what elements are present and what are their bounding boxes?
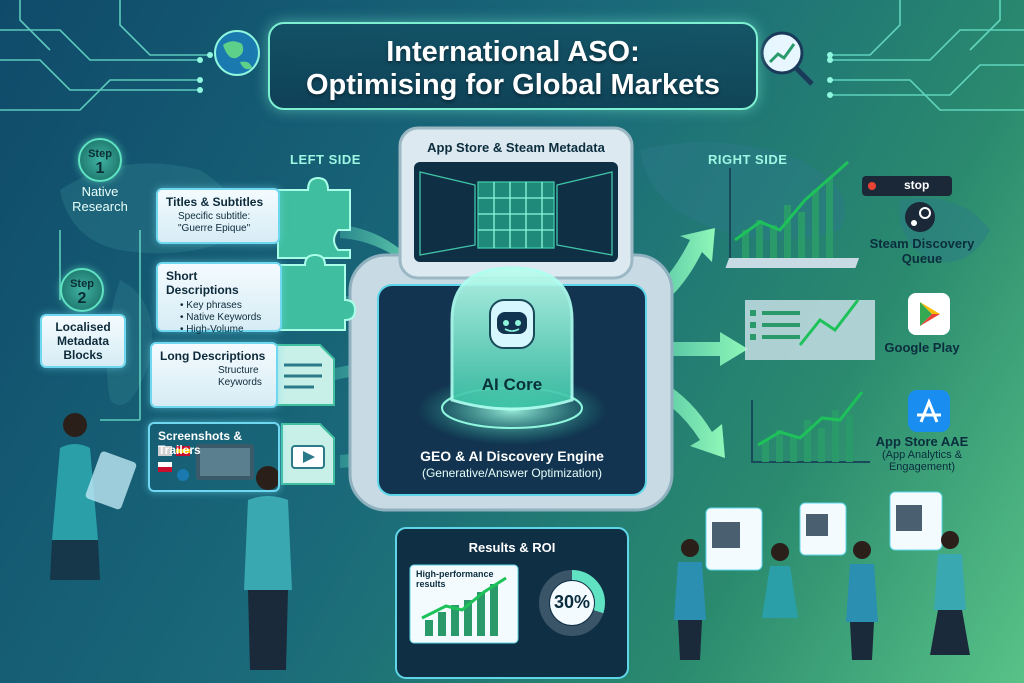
roi-percent: 30% — [553, 592, 591, 612]
high-performance-label: High-performance results — [416, 569, 516, 589]
card-long-line1: Structure — [218, 365, 259, 376]
steam-icon — [905, 202, 935, 232]
step-1-number: 1 — [95, 160, 105, 177]
globe-icon — [214, 30, 260, 76]
left-side-label: LEFT SIDE — [290, 152, 361, 167]
card-titles-subtitles: Titles & Subtitles Specific subtitle: "G… — [156, 188, 280, 244]
metadata-label: App Store & Steam Metadata — [427, 140, 605, 155]
step-1-label-line2: Research — [72, 199, 128, 214]
right-chart-google — [745, 299, 875, 360]
step-2-label-line2: Metadata — [56, 334, 109, 348]
people-illustration — [50, 413, 970, 670]
card-titles-line1: Specific subtitle: — [178, 211, 251, 222]
platform-steam-label: Steam Discovery Queue — [852, 236, 992, 266]
document-icon — [273, 344, 335, 406]
platform-appstore-label: App Store AAE (App Analytics & Engagemen… — [852, 434, 992, 473]
flag-icons — [158, 444, 254, 481]
floating-app-cards — [705, 491, 943, 571]
video-file-icon — [281, 423, 335, 485]
tag-badge — [862, 176, 952, 196]
results-trend-arrow — [421, 576, 507, 620]
card-short-list: Key phrases Native Keywords High-Volume — [166, 300, 272, 336]
right-side-label: RIGHT SIDE — [708, 152, 788, 167]
platform-appstore-sub1: (App Analytics & — [881, 449, 963, 461]
step-2-word: Step — [70, 278, 94, 290]
circuit-nodes — [197, 52, 833, 98]
data-cube — [419, 171, 613, 256]
platform-appstore-sub2: Engagement) — [888, 461, 956, 473]
card-screens-heading: Screenshots & Trailers — [158, 429, 243, 457]
card-long-descriptions: Long Descriptions Structure Keywords — [150, 342, 278, 408]
puzzle-icons — [277, 176, 357, 331]
card-long-heading: Long Descriptions — [160, 349, 266, 363]
platform-google-label: Google Play — [884, 340, 960, 355]
right-chart-appstore — [751, 391, 870, 463]
step-1-label-line1: Native — [81, 184, 119, 199]
list-item: Native Keywords — [180, 312, 272, 324]
page-title-line2: Optimising for Global Markets — [305, 69, 721, 101]
circuit-lines — [0, 0, 1024, 421]
card-short-descriptions: Short Descriptions Key phrases Native Ke… — [156, 262, 282, 335]
robot-icon — [489, 299, 535, 349]
results-label: Results & ROI — [468, 540, 556, 555]
card-screenshots-trailers: Screenshots & Trailers — [148, 422, 280, 492]
high-performance-line1: High-performance — [416, 569, 494, 579]
platform-steam-line2: Queue — [901, 251, 943, 266]
card-titles-heading: Titles & Subtitles — [166, 195, 264, 209]
ai-core-label: AI Core — [481, 375, 543, 394]
card-long-line2: Keywords — [218, 377, 262, 388]
tag-badge-text: stop — [904, 178, 930, 192]
platform-appstore-line1: App Store AAE — [875, 434, 969, 449]
step-2-label-line1: Localised — [55, 320, 111, 334]
step-2-number: 2 — [77, 290, 87, 307]
high-performance-line2: results — [416, 579, 446, 589]
title-banner: International ASO: Optimising for Global… — [268, 22, 758, 110]
engine-subtitle: (Generative/Answer Optimization) — [421, 466, 603, 480]
app-store-icon — [908, 390, 950, 432]
list-item: Key phrases — [180, 300, 272, 312]
card-short-heading: Short Descriptions — [166, 269, 239, 297]
page-title-line1: International ASO: — [386, 36, 640, 68]
card-titles-line2: "Guerre Epique" — [178, 223, 251, 234]
google-play-icon — [908, 293, 950, 335]
right-chart-steam — [725, 160, 860, 268]
step-1-label: Native Research — [60, 184, 140, 214]
step-1-word: Step — [88, 148, 112, 160]
magnifier-chart-icon — [760, 31, 814, 86]
roi-gauge — [539, 570, 605, 636]
step-2-label-card: Localised Metadata Blocks — [40, 314, 126, 368]
list-item: High-Volume — [180, 324, 272, 336]
results-bars — [425, 584, 498, 636]
step-2-label-line3: Blocks — [63, 348, 103, 362]
engine-title: GEO & AI Discovery Engine — [420, 448, 604, 464]
platform-steam-line1: Steam Discovery — [869, 236, 975, 251]
